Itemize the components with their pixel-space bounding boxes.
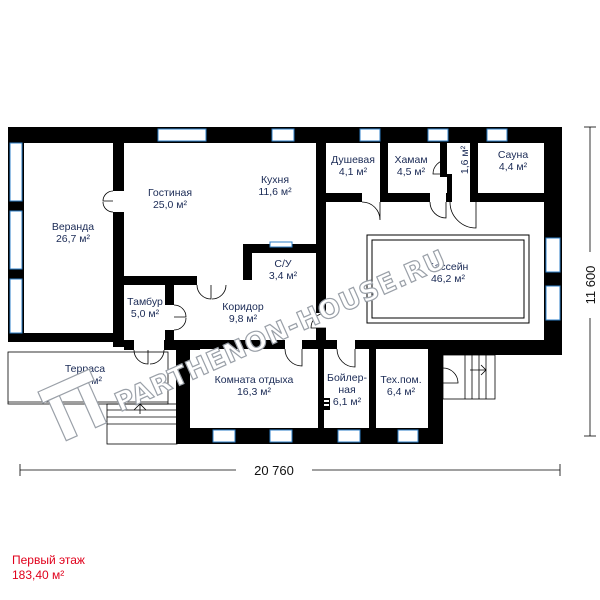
room-label-small: 1,6 м² [459, 145, 471, 174]
room-name: Хамам [394, 154, 427, 166]
room-name: Тех.пом. [380, 374, 421, 386]
floor-caption-area: 183,40 м² [12, 568, 65, 582]
room-area: 4,5 м² [397, 166, 426, 178]
room-name: Тамбур [127, 296, 163, 308]
room-area: 6,1 м² [333, 396, 362, 408]
room-name: Веранда [52, 221, 94, 233]
room-area: 6,4 м² [387, 386, 416, 398]
room-area: 16,3 м² [237, 386, 272, 398]
width-dimension-label: 20 760 [254, 463, 294, 478]
room-name: Душевая [331, 154, 375, 166]
room-area: 5,0 м² [131, 308, 160, 320]
dimension-height [584, 126, 596, 437]
room-name: Терраса [65, 363, 105, 375]
room-area: 1,6 м² [459, 145, 471, 174]
room-name: ная [338, 384, 355, 396]
room-label-tech: Тех.пом.6,4 м² [380, 374, 421, 398]
room-area: 11,6 м² [258, 186, 292, 198]
room-name: Комната отдыха [215, 374, 294, 386]
room-name: Гостиная [148, 187, 192, 199]
room-area: 4,1 м² [339, 166, 368, 178]
pool [366, 234, 530, 324]
room-area: 46,2 м² [431, 273, 466, 285]
stairs [7, 351, 496, 445]
room-name: Сауна [498, 149, 528, 161]
height-dimension-label: 11 600 [583, 266, 598, 305]
room-area: 4,4 м² [499, 161, 528, 173]
room-area: 26,7 м² [56, 233, 91, 245]
room-name: Коридор [222, 301, 264, 313]
room-name: Бассейн [428, 261, 469, 273]
floor-caption-title: Первый этаж [12, 553, 85, 567]
windows [9, 128, 561, 443]
room-name: С/У [274, 258, 292, 270]
room-area: 9,8 м² [229, 313, 258, 325]
room-area: 25,0 м² [153, 199, 188, 211]
room-area: 3,4 м² [269, 270, 298, 282]
room-name: Бойлер- [327, 372, 367, 384]
dimension-width [19, 464, 561, 476]
boiler-icon [323, 398, 330, 410]
room-name: Кухня [261, 174, 289, 186]
